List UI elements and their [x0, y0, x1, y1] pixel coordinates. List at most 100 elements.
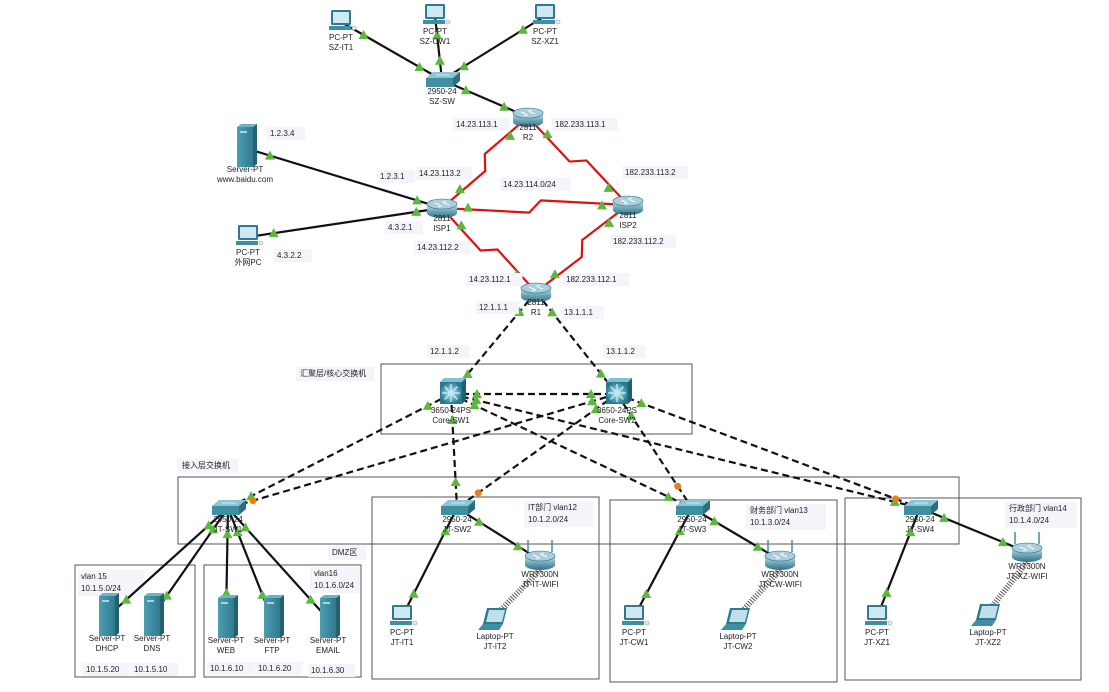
link-core-sw1-jt-sw4[interactable]	[450, 392, 921, 510]
link-isp2-r1[interactable]	[535, 204, 629, 293]
link-sz-it1-sz-sw[interactable]	[340, 21, 443, 81]
link-core-sw2-jt-sw4[interactable]	[616, 392, 921, 510]
link-core-sw1-jt-sw1[interactable]	[227, 393, 452, 509]
link-r2-isp1[interactable]	[441, 116, 529, 209]
laptop-icon[interactable]	[478, 608, 507, 630]
crossover-cable[interactable]	[227, 392, 618, 510]
crossover-cable[interactable]	[227, 393, 452, 509]
switch-icon[interactable]	[904, 500, 938, 515]
link-jt-sw3-jt-cw-wifi[interactable]	[691, 507, 781, 561]
straight-cable[interactable]	[401, 507, 458, 618]
crossover-cable[interactable]	[450, 392, 921, 510]
straight-cable[interactable]	[633, 507, 693, 618]
pc-icon[interactable]	[329, 10, 357, 31]
router-icon[interactable]	[612, 195, 644, 215]
link-r2-isp2[interactable]	[527, 116, 629, 206]
straight-cable[interactable]	[919, 506, 1028, 554]
pc-icon[interactable]	[236, 225, 264, 246]
l3switch-icon[interactable]	[440, 378, 466, 404]
straight-cable[interactable]	[875, 507, 922, 618]
pc-icon[interactable]	[390, 605, 418, 626]
router-icon[interactable]	[426, 198, 458, 218]
wrouter-icon[interactable]	[524, 540, 556, 570]
switch-icon[interactable]	[212, 500, 246, 515]
link-jt-it-wifi-jt-it2[interactable]	[492, 567, 543, 619]
switch-icon[interactable]	[426, 72, 460, 87]
link-jt-sw2-jt-it-wifi[interactable]	[456, 507, 541, 561]
serial-cable[interactable]	[527, 116, 629, 206]
link-sz-xz1-sz-sw[interactable]	[441, 15, 546, 81]
server-icon[interactable]	[264, 595, 284, 638]
router-icon[interactable]	[520, 282, 552, 302]
serial-cable[interactable]	[441, 116, 529, 209]
router-icon[interactable]	[512, 107, 544, 127]
link-jt-sw4-jt-xz1[interactable]	[875, 507, 922, 618]
switch-icon[interactable]	[441, 500, 475, 515]
pc-icon[interactable]	[533, 4, 561, 25]
serial-cable[interactable]	[535, 204, 629, 293]
switch-icon[interactable]	[676, 500, 710, 515]
link-sz-cw1-sz-sw[interactable]	[433, 15, 444, 81]
laptop-icon[interactable]	[721, 608, 750, 630]
pc-icon[interactable]	[622, 605, 650, 626]
link-extpc-isp1[interactable]	[247, 206, 443, 239]
pc-icon[interactable]	[865, 605, 893, 626]
straight-cable[interactable]	[441, 78, 529, 119]
crossover-cable[interactable]	[449, 393, 459, 509]
server-icon[interactable]	[218, 595, 238, 638]
straight-cable[interactable]	[433, 15, 444, 81]
serial-cable[interactable]	[441, 199, 629, 214]
link-sz-sw-r2[interactable]	[441, 78, 529, 119]
straight-cable[interactable]	[691, 507, 781, 561]
link-jt-sw4-jt-xz-wifi[interactable]	[919, 506, 1028, 554]
link-jt-xz-wifi-jt-xz2[interactable]	[985, 560, 1030, 614]
link-isp1-isp2[interactable]	[441, 199, 629, 214]
wrouter-icon[interactable]	[1011, 532, 1043, 562]
l3switch-icon[interactable]	[606, 378, 632, 404]
link-jt-sw2-jt-it1[interactable]	[401, 507, 458, 618]
straight-cable[interactable]	[441, 15, 546, 81]
wrouter-icon[interactable]	[764, 540, 796, 570]
link-jt-sw3-jt-cw1[interactable]	[633, 507, 693, 618]
laptop-icon[interactable]	[971, 604, 1000, 626]
link-core-sw1-jt-sw2[interactable]	[449, 393, 459, 509]
link-baidu-isp1[interactable]	[244, 146, 443, 210]
straight-cable[interactable]	[456, 507, 541, 561]
pc-icon[interactable]	[423, 4, 451, 25]
server-icon[interactable]	[99, 593, 119, 636]
crossover-cable[interactable]	[450, 393, 693, 509]
straight-cable[interactable]	[340, 21, 443, 81]
server-icon[interactable]	[320, 595, 340, 638]
link-core-sw2-jt-sw1[interactable]	[227, 392, 618, 510]
straight-cable[interactable]	[244, 146, 443, 210]
